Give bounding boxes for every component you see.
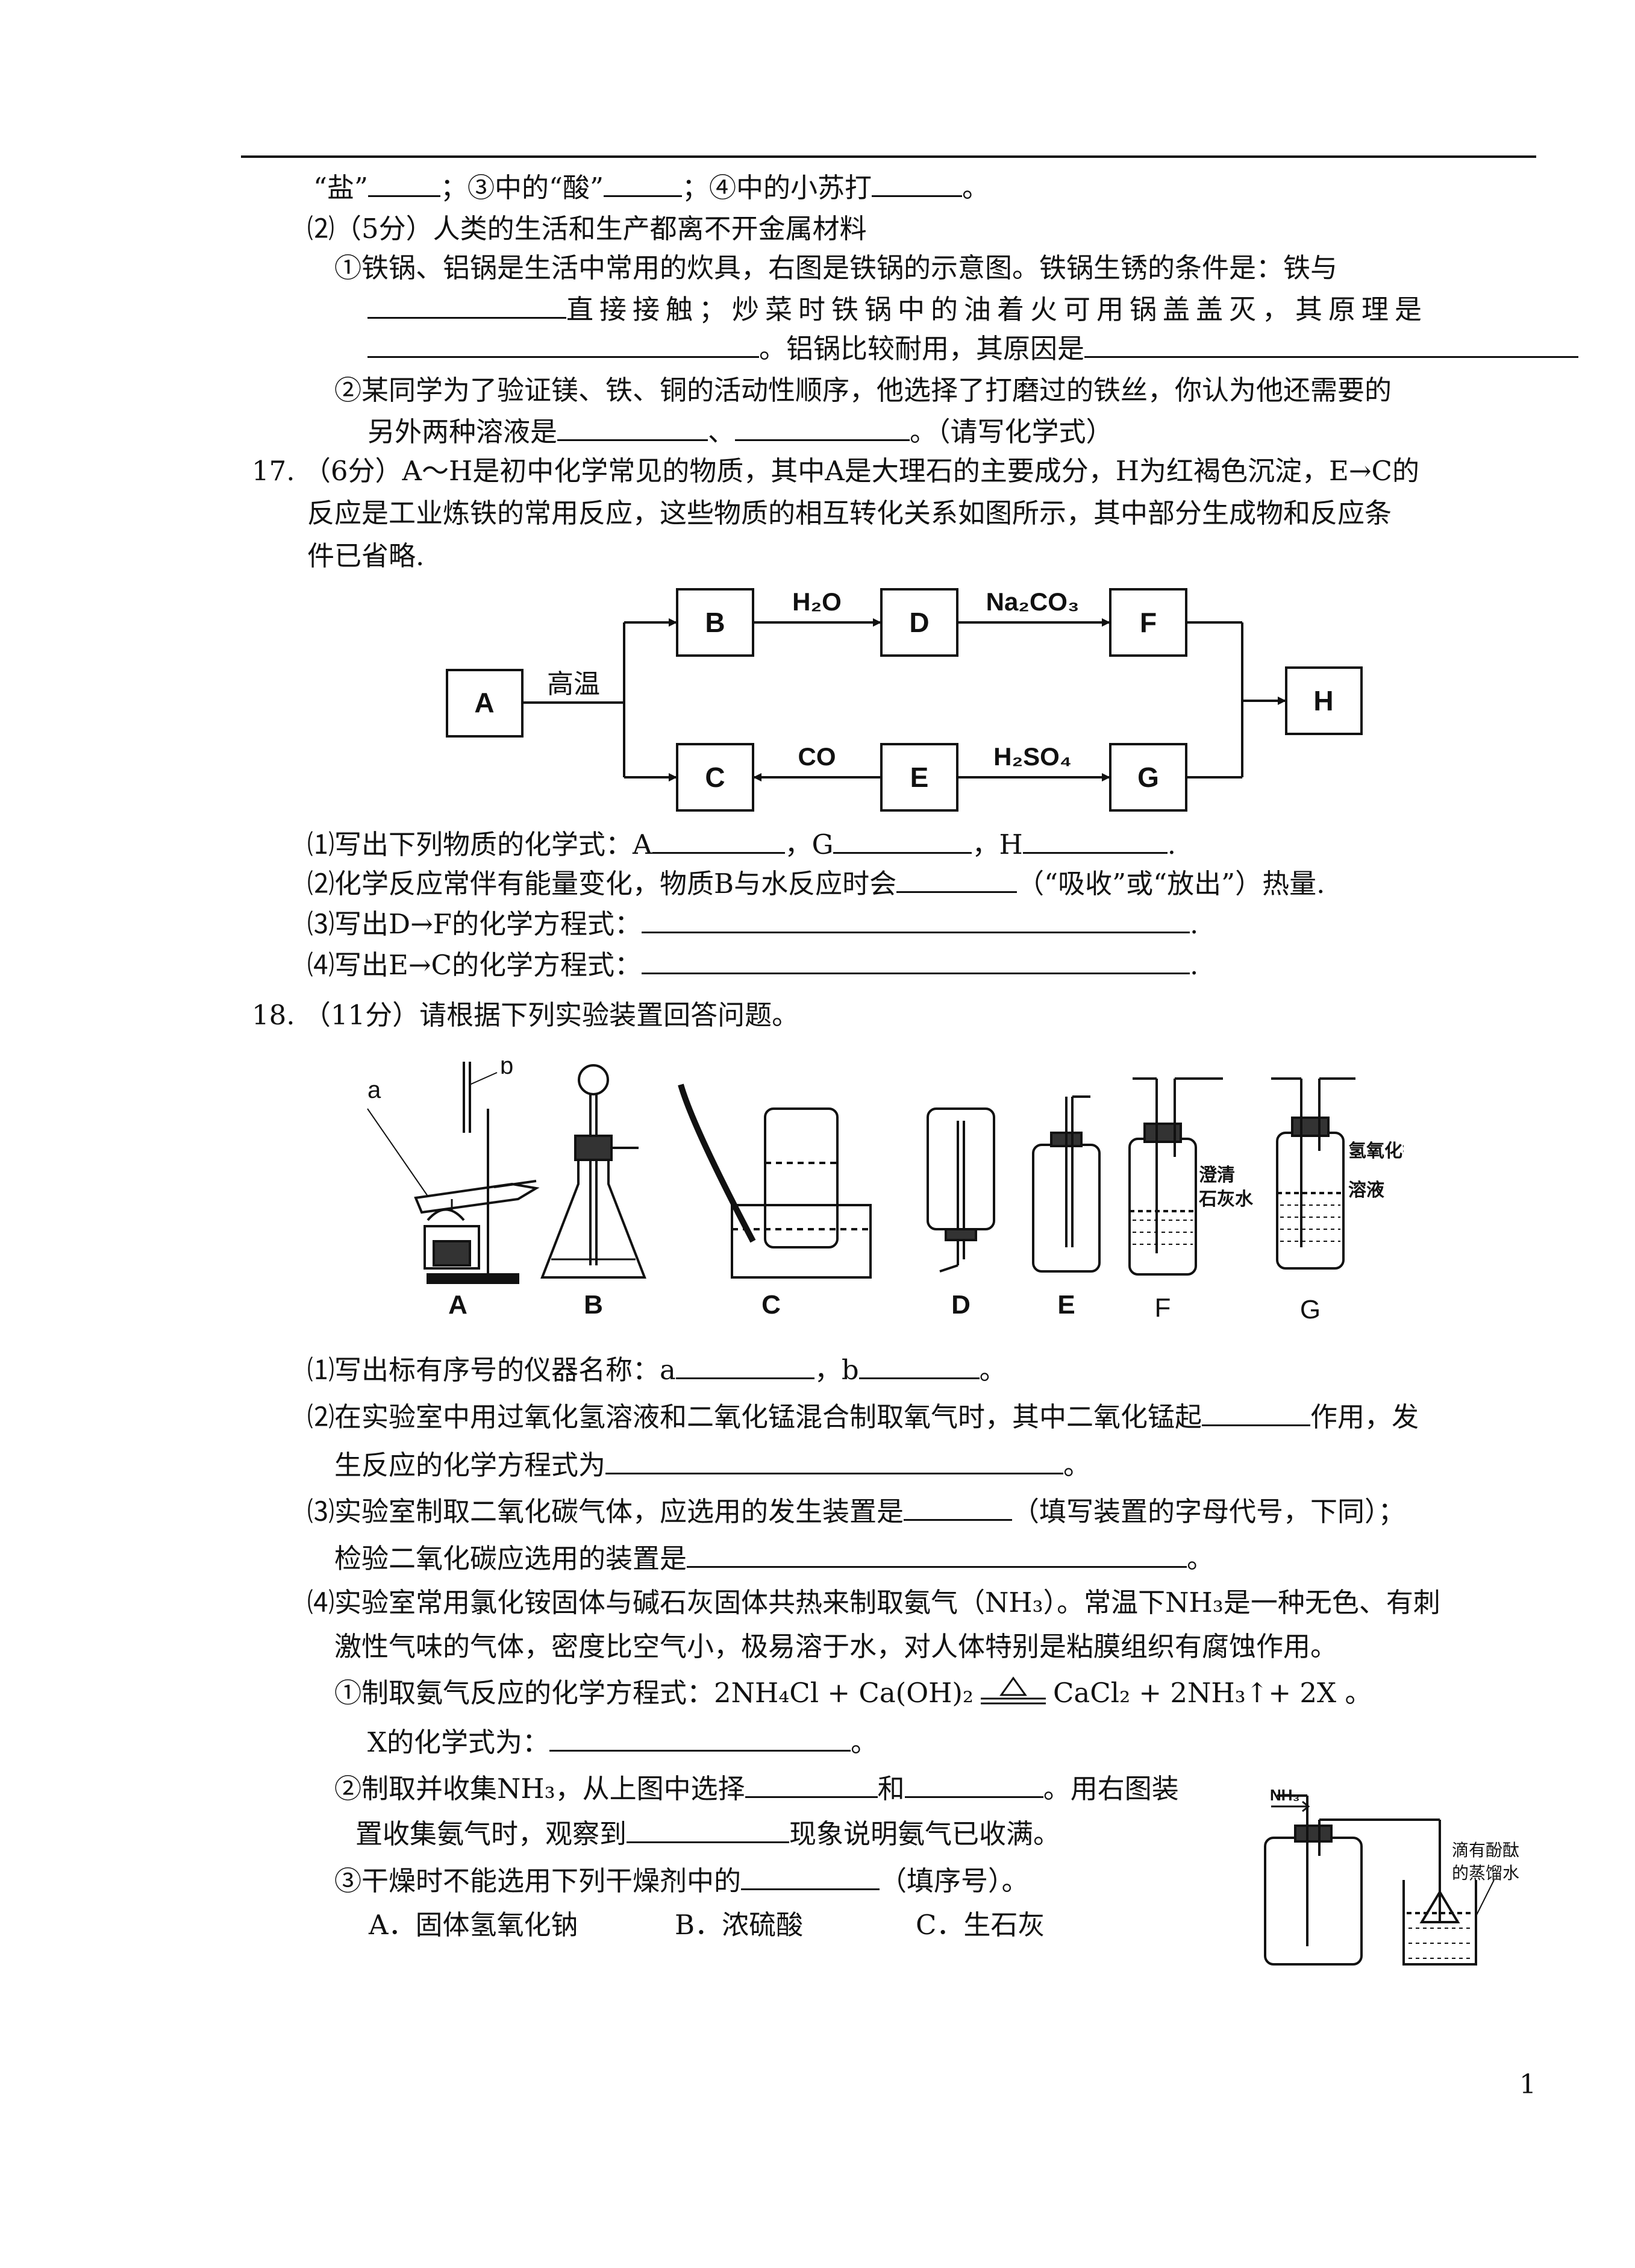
apparatus-c xyxy=(678,1083,872,1279)
q16-part2-1-line2: 直接接触；炒菜时铁锅中的油着火可用锅盖盖灭，其原理是 xyxy=(367,289,1428,328)
node-a-label: A xyxy=(474,687,494,718)
q18-sub4-line1: ⑷实验室常用氯化铵固体与碱石灰固体共热来制取氨气（NH₃）。常温下NH₃是一种无… xyxy=(307,1587,1440,1618)
apparatus-d xyxy=(927,1107,995,1273)
q18-sub4-3: ③干燥时不能选用下列干燥剂中的（填序号）。 xyxy=(334,1861,1029,1899)
reagent-co: CO xyxy=(798,742,836,771)
q17-intro-2: 反应是工业炼铁的常用反应，这些物质的相互转化关系如图所示，其中部分生成物和反应条 xyxy=(307,497,1392,529)
q16-part2-1-line1: ①铁锅、铝锅是生活中常用的炊具，右图是铁锅的示意图。铁锅生锈的条件是：铁与 xyxy=(334,252,1338,284)
header-rule xyxy=(241,155,1536,158)
option-c: C．生石灰 xyxy=(916,1909,1045,1941)
nh3-collection-figure: NH₃ 滴有酚酞 的蒸馏水 xyxy=(1264,1786,1519,1966)
pointer-a-label: a xyxy=(367,1077,381,1103)
node-e-label: E xyxy=(910,762,929,793)
q18-intro: 18. （11分）请根据下列实验装置回答问题。 xyxy=(252,999,799,1031)
node-g-label: G xyxy=(1137,762,1159,793)
q18-sub4-2-line1: ②制取并收集NH₃，从上图中选择和。用右图装 xyxy=(334,1768,1179,1807)
q18-sub3-line2: 检验二氧化碳应选用的装置是。 xyxy=(334,1538,1214,1577)
label-g: G xyxy=(1300,1295,1321,1324)
gas-nh3-label: NH₃ xyxy=(1270,1786,1300,1804)
q18-apparatus-figure: a b A B C D E F G 澄清 石灰水 氢氧化钠 溶液 xyxy=(367,1060,1404,1324)
f-note-2: 石灰水 xyxy=(1198,1189,1254,1210)
reagent-h2o: H₂O xyxy=(792,587,842,616)
g-note-1: 氢氧化钠 xyxy=(1348,1141,1404,1162)
q17-flow-diagram: A B C D E F G H 高温 H₂O Na₂CO₃ CO H₂SO₄ xyxy=(446,587,1363,812)
q17-sub3: ⑶写出D→F的化学方程式：. xyxy=(307,904,1198,942)
node-f-label: F xyxy=(1140,607,1157,638)
q18-sub2-line1: ⑵在实验室中用过氧化氢溶液和二氧化锰混合制取氧气时，其中二氧化锰起作用，发 xyxy=(307,1397,1419,1435)
q18-sub4-2-line2: 置收集氨气时，观察到现象说明氨气已收满。 xyxy=(355,1814,1060,1852)
label-e: E xyxy=(1057,1290,1075,1320)
apparatus-e xyxy=(1032,1095,1101,1273)
q18-sub3-line1: ⑶实验室制取二氧化碳气体，应选用的发生装置是（填写装置的字母代号，下同）； xyxy=(307,1491,1405,1530)
node-h xyxy=(1285,666,1363,735)
q18-sub4-line2: 激性气味的气体，密度比空气小，极易溶于水，对人体特别是粘膜组织有腐蚀作用。 xyxy=(334,1631,1338,1662)
f-note-1: 澄清 xyxy=(1199,1165,1235,1186)
q16-part2-1-line3: 。铝锅比较耐用，其原因是 xyxy=(367,328,1579,367)
q18-sub4-1-x: X的化学式为：。 xyxy=(367,1722,878,1761)
reagent-na2co3: Na₂CO₃ xyxy=(986,587,1080,616)
q17-sub2: ⑵化学反应常伴有能量变化，物质B与水反应时会（“吸收”或“放出”）热量. xyxy=(307,863,1325,902)
heat-equals-symbol xyxy=(980,1676,1046,1705)
g-note-2: 溶液 xyxy=(1348,1180,1384,1201)
node-b-label: B xyxy=(705,607,725,638)
apparatus-a xyxy=(367,1062,540,1284)
q17-intro-3: 件已省略. xyxy=(307,540,425,572)
label-f: F xyxy=(1155,1293,1171,1323)
q17-intro-1: 17. （6分）A～H是初中化学常见的物质，其中A是大理石的主要成分，H为红褐色… xyxy=(252,455,1419,487)
page-number: 1 xyxy=(1519,2069,1536,2100)
phenolphthalein-note-2: 的蒸馏水 xyxy=(1452,1863,1519,1883)
reagent-h2so4: H₂SO₄ xyxy=(993,742,1072,771)
q17-sub1: ⑴写出下列物质的化学式：A，G，H. xyxy=(307,824,1176,863)
q16-part2-title: ⑵（5分）人类的生活和生产都离不开金属材料 xyxy=(307,213,867,245)
apparatus-b xyxy=(540,1064,646,1279)
q18-sub1: ⑴写出标有序号的仪器名称：a，b。 xyxy=(307,1350,1007,1388)
option-a: A．固体氢氧化钠 xyxy=(369,1909,578,1941)
q16-line-salt: “盐”；③中的“酸”；④中的小苏打。 xyxy=(313,168,989,206)
apparatus-f xyxy=(1128,1077,1223,1276)
phenolphthalein-note-1: 滴有酚酞 xyxy=(1452,1840,1519,1860)
q18-sub2-line2: 生反应的化学方程式为。 xyxy=(334,1445,1090,1483)
label-d: D xyxy=(951,1290,971,1320)
condition-high-temp: 高温 xyxy=(547,669,600,700)
apparatus-g xyxy=(1271,1077,1355,1270)
label-b: B xyxy=(584,1290,603,1320)
label-a: A xyxy=(448,1290,467,1320)
option-b: B．浓硫酸 xyxy=(675,1909,804,1941)
q16-part2-2-line1: ②某同学为了验证镁、铁、铜的活动性顺序，他选择了打磨过的铁丝，你认为他还需要的 xyxy=(334,374,1392,406)
q16-part2-2-line2: 另外两种溶液是、。（请写化学式） xyxy=(367,412,1113,450)
pointer-b-label: b xyxy=(500,1060,513,1079)
node-h-label: H xyxy=(1313,685,1333,716)
q17-sub4: ⑷写出E→C的化学方程式：. xyxy=(307,945,1198,983)
node-d-label: D xyxy=(909,607,929,638)
node-c-label: C xyxy=(705,762,725,793)
label-c: C xyxy=(761,1290,781,1320)
